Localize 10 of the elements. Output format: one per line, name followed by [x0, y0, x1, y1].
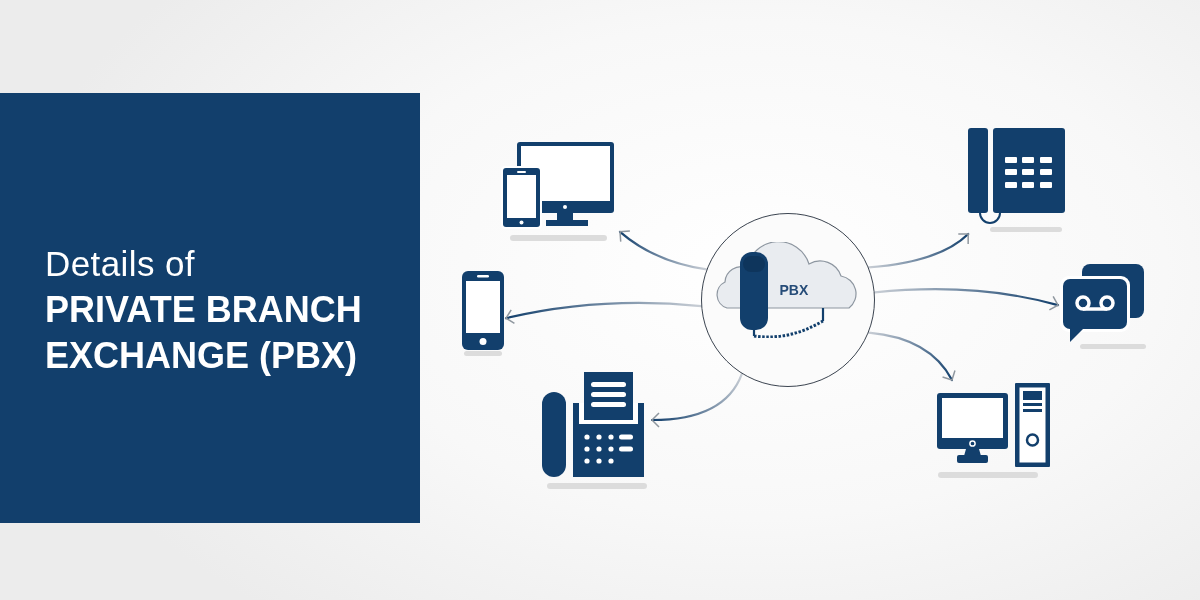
smartphone-icon [460, 270, 506, 356]
curved-arrow [867, 232, 970, 269]
cloud-label: PBX [779, 282, 809, 297]
curved-arrow [504, 301, 703, 325]
title-heading: Details of PRIVATE BRANCH EXCHANGE (PBX) [45, 243, 363, 378]
desktop-computer-icon [935, 380, 1052, 480]
curved-arrow [650, 372, 743, 428]
curved-arrow [618, 230, 708, 271]
curved-arrow [873, 288, 1060, 311]
curved-arrow [867, 331, 956, 382]
